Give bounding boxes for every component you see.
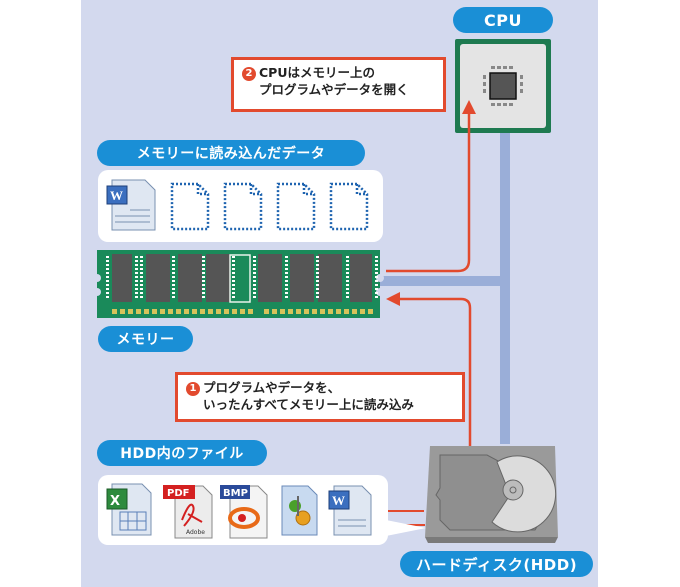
step1-line1: プログラムやデータを、: [203, 380, 341, 395]
word-document-icon: W: [106, 179, 156, 231]
hdd-files-label: HDD内のファイル: [97, 440, 267, 466]
pdf-badge: PDF: [167, 488, 189, 499]
pdf-icon: PDF Adobe: [163, 485, 213, 539]
bmp-badge: BMP: [223, 488, 248, 499]
hard-disk-icon: [425, 446, 558, 543]
arrow-hdd-to-memory: [398, 297, 472, 446]
word-icon: W: [328, 485, 372, 536]
placeholder-document-icon: [329, 182, 369, 231]
cpu-label: CPU: [453, 7, 553, 33]
placeholder-document-icon: [170, 182, 210, 231]
step2-line1: CPUはメモリー上の: [259, 65, 375, 80]
svg-text:W: W: [332, 493, 345, 508]
step1-line2: いったんすべてメモリー上に読み込み: [203, 397, 414, 412]
svg-text:X: X: [110, 494, 120, 509]
pdf-adobe-text: Adobe: [186, 529, 205, 536]
memory-data-label: メモリーに読み込んだデータ: [97, 140, 365, 166]
arrow-head-to-cpu: [462, 100, 476, 114]
svg-text:W: W: [110, 188, 123, 203]
callout-pointer: [386, 520, 426, 536]
placeholder-document-icon: [276, 182, 316, 231]
bmp-icon: BMP: [220, 485, 268, 539]
hdd-label: ハードディスク(HDD): [400, 551, 593, 577]
program-icon: [281, 485, 318, 536]
step2-line2: プログラムやデータを開く: [259, 82, 409, 97]
excel-icon: X: [106, 483, 152, 536]
placeholder-document-icon: [223, 182, 263, 231]
memory-module-icon: [93, 250, 384, 318]
arrow-memory-to-cpu: [386, 112, 471, 273]
step1-number: 1: [186, 381, 200, 396]
bus-vertical: [500, 132, 510, 444]
bus-horizontal: [380, 276, 510, 286]
arrow-head-to-memory: [386, 292, 400, 306]
memory-label: メモリー: [98, 326, 193, 352]
cpu-chip-icon: [455, 39, 551, 133]
step2-number: 2: [242, 66, 256, 81]
